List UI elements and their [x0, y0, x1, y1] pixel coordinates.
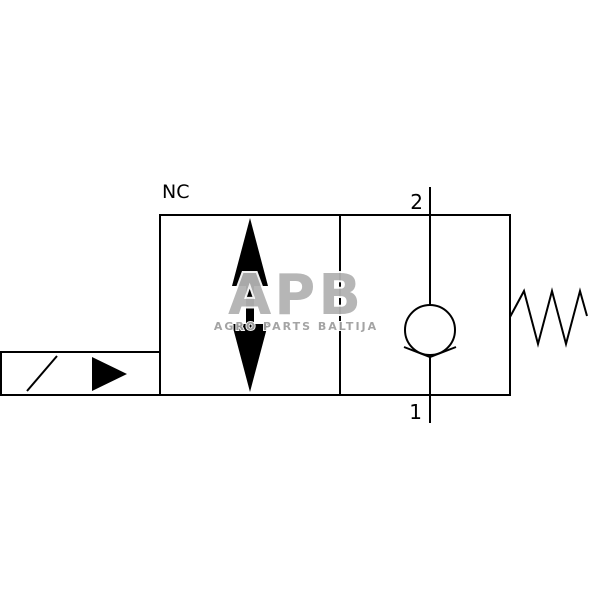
watermark: APB AGRO PARTS BALTIJA — [213, 261, 378, 334]
solenoid-box — [0, 351, 161, 396]
solenoid-slash — [26, 355, 58, 392]
valve-body-outline — [159, 214, 511, 396]
check-valve-ball — [404, 304, 456, 356]
spring-zigzag — [509, 287, 588, 348]
double-arrow-icon — [232, 218, 268, 392]
arrow-shaft — [246, 278, 254, 332]
spring-icon — [509, 287, 588, 348]
check-valve-icon — [403, 187, 457, 423]
arrow-down-head — [232, 324, 268, 392]
nc-label: NC — [162, 181, 189, 203]
arrow-up-head — [232, 218, 268, 286]
solenoid-icon — [0, 351, 161, 396]
port-2-label: 2 — [410, 190, 423, 214]
watermark-title: APB — [228, 263, 364, 328]
solenoid-arrow — [92, 357, 127, 391]
watermark-subtitle: AGRO PARTS BALTIJA — [214, 320, 378, 333]
port-1-label: 1 — [409, 400, 422, 424]
valve-body — [159, 214, 511, 396]
